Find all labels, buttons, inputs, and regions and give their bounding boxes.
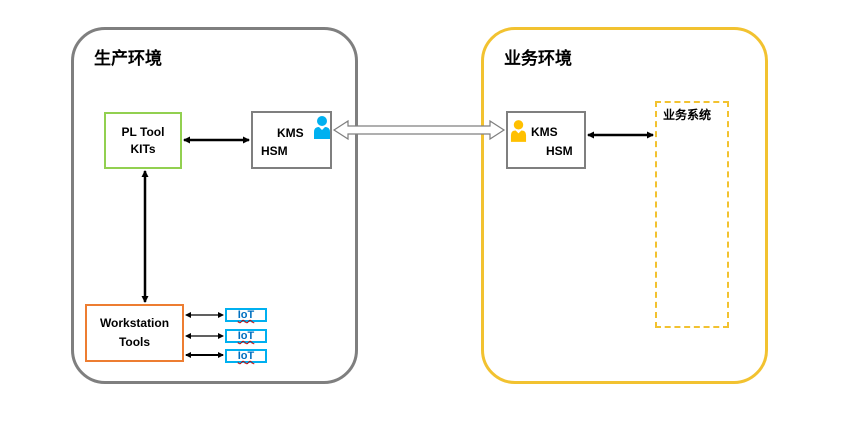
business-system-label: 业务系统 (663, 108, 712, 122)
kms-biz-line1: KMS (531, 125, 558, 139)
business-zone (481, 27, 768, 384)
workstation-line2: Tools (118, 335, 151, 349)
kms-sync-arrow (332, 119, 506, 141)
kms-hsm-production-box: KMS HSM (251, 111, 332, 169)
business-zone-title: 业务环境 (504, 49, 572, 68)
kms-hsm-business-box: KMS HSM (506, 111, 586, 169)
iot-device: IoT (225, 308, 267, 322)
kms-prod-line2: HSM (261, 144, 288, 158)
workstation-tools-box: Workstation Tools (85, 304, 184, 362)
iot-device: IoT (225, 349, 267, 363)
iot-label: IoT (237, 330, 255, 342)
iot-label: IoT (237, 309, 255, 321)
workstation-line1: Workstation (99, 316, 170, 330)
pl-tool-line2: KITs (130, 141, 156, 156)
production-zone-title: 生产环境 (94, 49, 162, 68)
pl-tool-line1: PL Tool (121, 124, 165, 139)
production-zone (71, 27, 358, 384)
iot-device: IoT (225, 329, 267, 343)
iot-label: IoT (237, 350, 255, 362)
kms-biz-line2: HSM (546, 144, 573, 158)
person-icon (314, 116, 330, 139)
pl-tool-kits-box: PL Tool KITs (104, 112, 182, 169)
kms-prod-line1: KMS (277, 126, 304, 140)
business-system-box: 业务系统 (655, 101, 729, 328)
person-icon (510, 120, 527, 142)
